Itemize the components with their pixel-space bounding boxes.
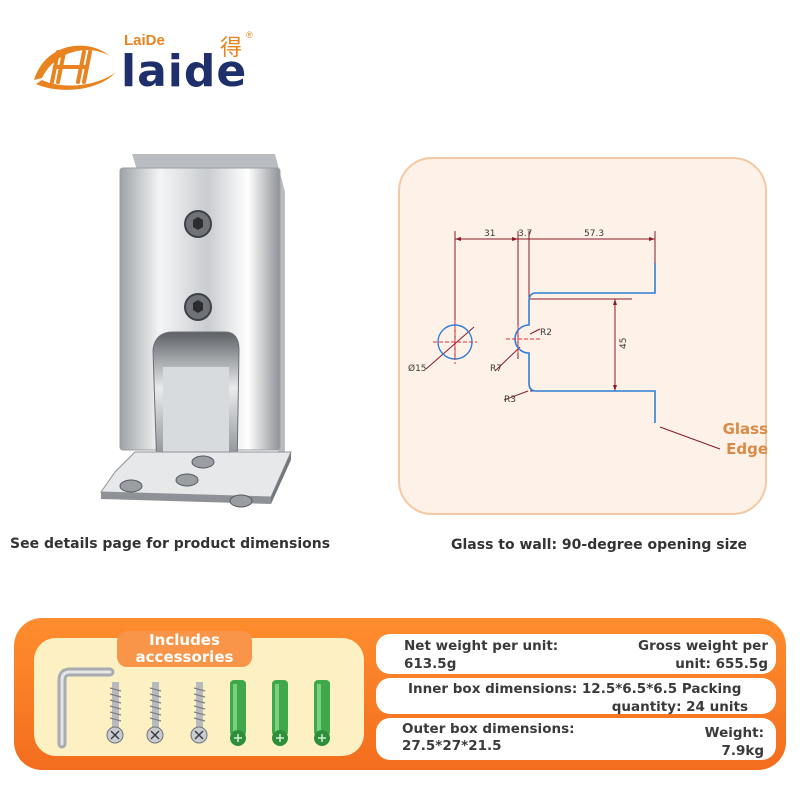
outer-box-value: 27.5*27*21.5: [402, 738, 502, 754]
outer-box-label: Outer box dimensions:: [402, 721, 575, 737]
screw-icon: [190, 682, 208, 744]
spec-weight-row: Net weight per unit: 613.5g Gross weight…: [376, 634, 776, 674]
glass-edge-label: Glass Edge: [718, 419, 768, 459]
inner-box-label: Inner box dimensions: 12.5*6.5*6.5 Packi…: [408, 681, 742, 697]
gross-weight-label: Gross weight per: [638, 638, 768, 654]
wall-plug-icon: [230, 680, 246, 746]
dim-diameter: Ø15: [408, 363, 427, 374]
dim-r2: R2: [540, 328, 552, 338]
wall-plug-icon: [272, 680, 288, 746]
inner-box-value: quantity: 24 units: [611, 699, 748, 715]
dim-31: 31: [484, 229, 495, 239]
spec-outer-box-row: Outer box dimensions: 27.5*27*21.5 Weigh…: [376, 718, 776, 760]
accessories-image: [57, 667, 330, 749]
wall-plug-icon: [314, 680, 330, 746]
accessories-title-line2: accessories: [135, 648, 234, 666]
dim-3-7: 3.7: [518, 229, 532, 239]
dim-r7: R7: [490, 364, 502, 374]
technical-drawing-panel: 31 3.7 57.3 R2 R7 R3 Ø15 45 Glass Edge: [398, 157, 768, 515]
drawing-caption: Glass to wall: 90-degree opening size: [451, 537, 748, 553]
glass-edge-line1: Glass: [722, 420, 768, 438]
net-weight-label: Net weight per unit:: [404, 638, 559, 654]
screw-icon: [146, 682, 164, 744]
glass-edge-line2: Edge: [726, 440, 768, 458]
accessories-title-line1: Includes: [149, 631, 220, 649]
accessories-panel: [34, 638, 364, 756]
screw-icon: [106, 682, 124, 744]
brand-logo: LaiDe 得 ® laide: [28, 30, 268, 100]
weight-value: 7.9kg: [721, 743, 764, 759]
dim-45: 45: [619, 338, 629, 349]
product-caption: See details page for product dimensions: [10, 536, 331, 552]
gross-weight-value: unit: 655.5g: [675, 656, 768, 672]
allen-key-icon: [57, 667, 115, 749]
laide-logo-mark-icon: [34, 45, 116, 90]
net-weight-value: 613.5g: [404, 656, 457, 672]
dim-57-3: 57.3: [584, 229, 604, 239]
logo-small-text: LaiDe: [124, 32, 165, 49]
logo-wordmark: laide: [121, 46, 248, 97]
spec-inner-box-row: Inner box dimensions: 12.5*6.5*6.5 Packi…: [376, 678, 776, 715]
registered-mark: ®: [246, 30, 253, 40]
dimension-drawing: 31 3.7 57.3 R2 R7 R3 Ø15 45: [408, 229, 721, 450]
logo-chinese-char: 得: [220, 36, 243, 61]
accessories-title: Includes accessories: [117, 631, 252, 667]
weight-label: Weight:: [704, 725, 764, 741]
dim-r3: R3: [504, 395, 516, 405]
product-hinge-image: [100, 154, 292, 508]
